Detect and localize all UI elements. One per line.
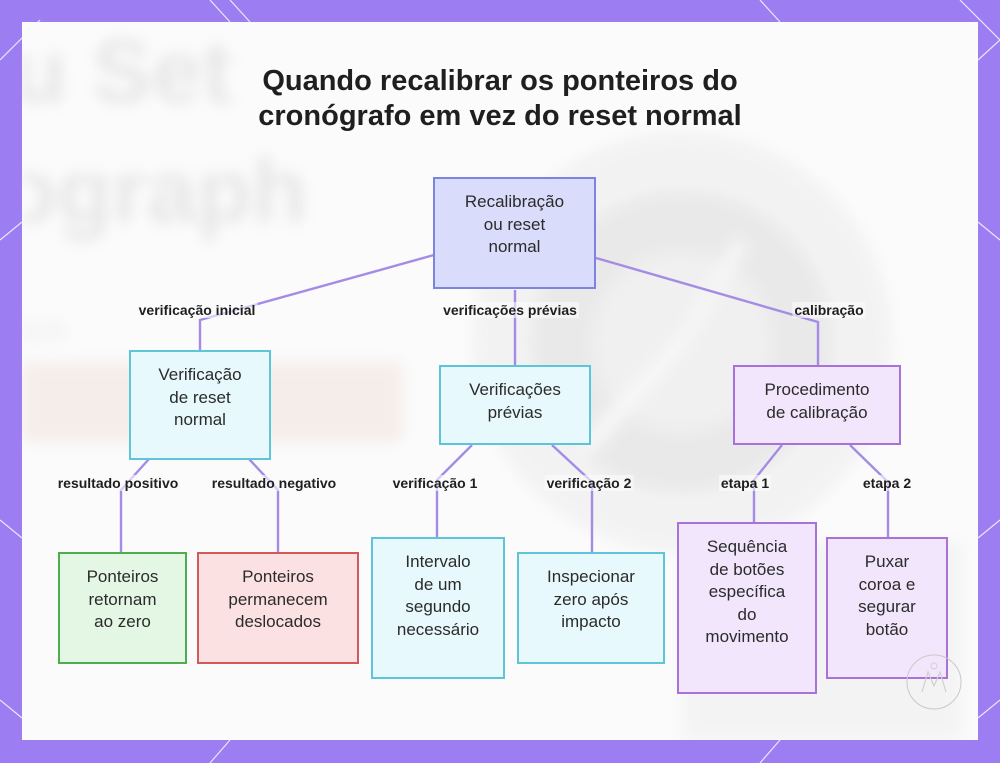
diagram-title: Quando recalibrar os ponteiros do cronóg… <box>22 64 978 134</box>
node-button-sequence-label: Sequência de botões específica do movime… <box>705 537 789 646</box>
edge-label-positive-result: resultado positivo <box>55 475 181 491</box>
node-calibration-procedure-label: Procedimento de calibração <box>764 380 870 422</box>
node-one-second-interval-label: Intervalo de um segundo necessário <box>396 552 480 639</box>
edge-label-initial-check: verificação inicial <box>136 302 258 318</box>
node-prior-checks: Verificações prévias <box>439 365 591 445</box>
node-inspect-zero: Inspecionar zero após impacto <box>517 552 665 664</box>
edge-prior-to-inspect <box>551 444 594 552</box>
edge-root-to-calibration <box>595 256 820 365</box>
edge-label-check-2: verificação 2 <box>544 475 634 491</box>
node-inspect-zero-label: Inspecionar zero após impacto <box>547 567 635 631</box>
node-button-sequence: Sequência de botões específica do movime… <box>677 522 817 694</box>
node-root: Recalibração ou reset normal <box>433 177 596 289</box>
diagram-card: u Set ograph tch Quando recalibrar os po… <box>22 22 978 740</box>
node-calibration-procedure: Procedimento de calibração <box>733 365 901 445</box>
edge-label-prior-checks: verificações prévias <box>441 302 579 318</box>
edge-prior-to-interval <box>435 444 473 537</box>
node-hands-return-label: Ponteiros retornam ao zero <box>86 567 159 631</box>
node-normal-reset-check: Verificação de reset normal <box>129 350 271 460</box>
edge-check-to-return <box>119 458 150 552</box>
edge-label-step-1: etapa 1 <box>718 475 772 491</box>
title-line-2: cronógrafo em vez do reset normal <box>258 100 742 132</box>
edge-check-to-displaced <box>248 458 280 552</box>
node-hands-displaced-label: Ponteiros permanecem deslocados <box>228 567 328 631</box>
brand-logo-icon <box>906 654 962 710</box>
node-one-second-interval: Intervalo de um segundo necessário <box>371 537 505 679</box>
node-hands-return: Ponteiros retornam ao zero <box>58 552 187 664</box>
title-line-1: Quando recalibrar os ponteiros do <box>262 65 738 97</box>
edge-label-calibration: calibração <box>792 302 866 318</box>
edge-root-to-normal-check <box>198 253 435 350</box>
svg-text:u Set: u Set <box>22 22 232 122</box>
svg-text:tch: tch <box>22 312 67 350</box>
node-root-label: Recalibração ou reset normal <box>464 192 565 256</box>
edge-label-check-1: verificação 1 <box>390 475 480 491</box>
node-hands-displaced: Ponteiros permanecem deslocados <box>197 552 359 664</box>
svg-text:ograph: ograph <box>22 142 307 242</box>
node-normal-reset-check-label: Verificação de reset normal <box>158 365 242 429</box>
node-prior-checks-label: Verificações prévias <box>469 380 561 422</box>
edge-label-step-2: etapa 2 <box>860 475 914 491</box>
node-pull-crown-label: Puxar coroa e segurar botão <box>858 552 916 639</box>
edge-calib-to-crown <box>849 444 890 537</box>
edge-label-negative-result: resultado negativo <box>209 475 339 491</box>
